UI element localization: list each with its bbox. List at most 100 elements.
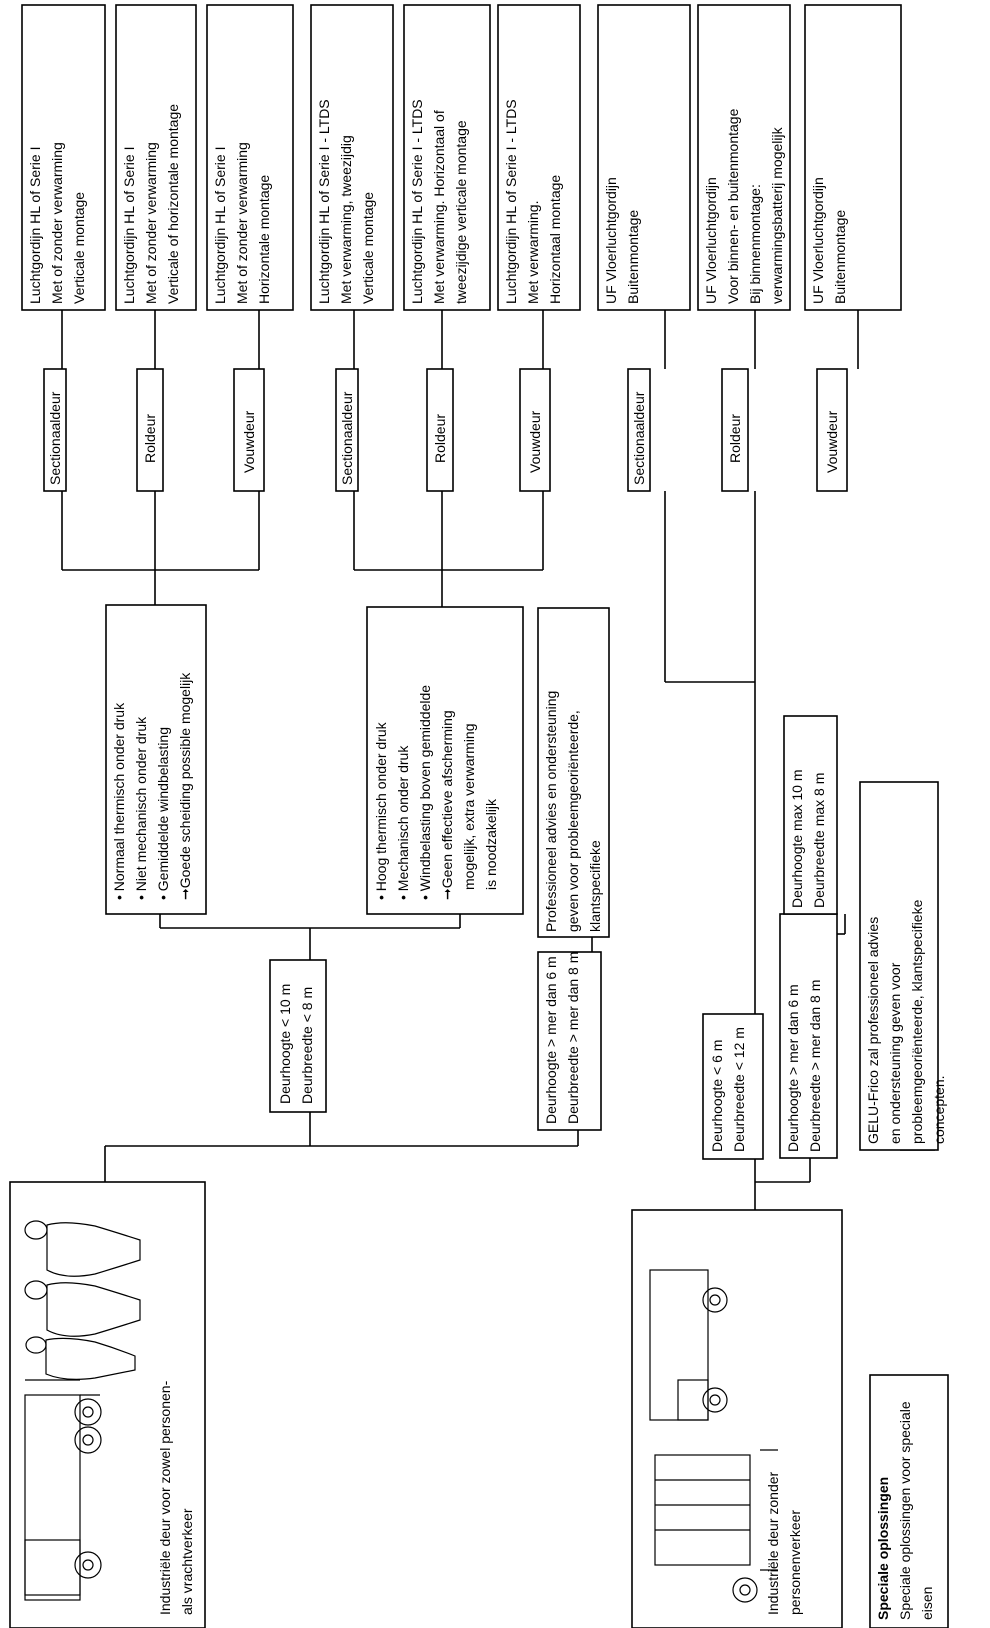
svg-text:Buitenmontage: Buitenmontage bbox=[832, 210, 848, 304]
door-type-sectionaaldeur-b: Sectionaaldeur bbox=[335, 368, 359, 492]
product-box-1: Luchtgordijn HL of Serie I Met of zonder… bbox=[21, 4, 106, 311]
svg-text:Sectionaaldeur: Sectionaaldeur bbox=[631, 391, 647, 485]
svg-text:Horizontaal montage: Horizontaal montage bbox=[547, 175, 563, 304]
dimension-box-large-a: Deurhoogte > mer dan 6 m Deurbreedte > m… bbox=[537, 951, 602, 1131]
svg-text:Vouwdeur: Vouwdeur bbox=[824, 410, 840, 473]
svg-text:Verticale of horizontale monta: Verticale of horizontale montage bbox=[165, 104, 181, 304]
truck-and-forklift-illustration bbox=[649, 1269, 778, 1603]
product-box-2: Luchtgordijn HL of Serie I Met of zonder… bbox=[115, 4, 197, 311]
svg-text:Roldeur: Roldeur bbox=[432, 414, 448, 463]
svg-text:Deurhoogte max 10 m: Deurhoogte max 10 m bbox=[789, 769, 805, 908]
svg-text:UF Vloerluchtgordijn: UF Vloerluchtgordijn bbox=[603, 177, 619, 304]
category-no-personnel: Industriële deur zonder personenverkeer bbox=[631, 1209, 843, 1628]
svg-text:Sectionaaldeur: Sectionaaldeur bbox=[339, 391, 355, 485]
product-box-5: Luchtgordijn HL of Serie I - LTDS Met ve… bbox=[403, 4, 491, 311]
svg-text:Luchtgordijn HL of Serie I - L: Luchtgordijn HL of Serie I - LTDS bbox=[316, 99, 332, 304]
door-type-sectionaaldeur-c: Sectionaaldeur bbox=[627, 368, 651, 492]
svg-text:klantspecifieke: klantspecifieke bbox=[587, 840, 603, 932]
svg-text:• Windbelasting boven gemidde: • Windbelasting boven gemiddelde bbox=[417, 685, 433, 900]
svg-text:en ondersteuning geven voor: en ondersteuning geven voor bbox=[887, 962, 903, 1144]
svg-text:➞Geen effectieve afscherming: ➞Geen effectieve afscherming bbox=[439, 710, 455, 900]
svg-text:concepten.: concepten. bbox=[931, 1076, 947, 1145]
svg-text:eisen: eisen bbox=[919, 1587, 935, 1620]
svg-text:Met verwarming, tweezijdig: Met verwarming, tweezijdig bbox=[338, 135, 354, 304]
product-box-3: Luchtgordijn HL of Serie I Met of zonder… bbox=[206, 4, 294, 311]
svg-text:is noodzakelijk: is noodzakelijk bbox=[483, 798, 499, 890]
svg-text:Deurbreedte > mer dan 8 m: Deurbreedte > mer dan 8 m bbox=[807, 980, 823, 1152]
svg-text:mogelijk, extra verwarming: mogelijk, extra verwarming bbox=[461, 724, 477, 891]
svg-text:• Hoog thermisch onder druk: • Hoog thermisch onder druk bbox=[373, 721, 389, 900]
svg-text:verwarmingsbatterij mogelijk: verwarmingsbatterij mogelijk bbox=[769, 126, 785, 304]
door-type-roldeur-b: Roldeur bbox=[426, 368, 454, 492]
category-personnel-freight: Industriële deur voor zowel personen- al… bbox=[9, 1181, 206, 1628]
svg-text:Deurhoogte > mer dan 6 m: Deurhoogte > mer dan 6 m bbox=[543, 956, 559, 1124]
dimension-box-small-b: Deurhoogte < 6 m Deurbreedte < 12 m bbox=[702, 1013, 764, 1160]
svg-text:Buitenmontage: Buitenmontage bbox=[625, 210, 641, 304]
svg-text:Deurhoogte < 6 m: Deurhoogte < 6 m bbox=[709, 1040, 725, 1152]
svg-text:Industriële deur voor zowel pe: Industriële deur voor zowel personen- bbox=[157, 1380, 173, 1615]
category-special-solutions: Speciale oplossingen Speciale oplossinge… bbox=[869, 1374, 949, 1628]
svg-text:Deurbreedte < 12 m: Deurbreedte < 12 m bbox=[731, 1027, 747, 1152]
door-type-vouwdeur-a: Vouwdeur bbox=[233, 368, 265, 492]
svg-text:Met of zonder verwarming: Met of zonder verwarming bbox=[234, 142, 250, 304]
svg-text:• Gemiddelde windbelasting: • Gemiddelde windbelasting bbox=[155, 727, 171, 900]
svg-text:als vrachtverkeer: als vrachtverkeer bbox=[179, 1508, 195, 1615]
svg-text:UF Vloerluchtgordijn: UF Vloerluchtgordijn bbox=[810, 177, 826, 304]
svg-text:Luchtgordijn HL of Serie I: Luchtgordijn HL of Serie I bbox=[121, 147, 137, 304]
advice-box: Professioneel advies en ondersteuning ge… bbox=[537, 607, 610, 938]
svg-text:Voor binnen- en buitenmontage: Voor binnen- en buitenmontage bbox=[725, 108, 741, 304]
svg-text:Vouwdeur: Vouwdeur bbox=[527, 410, 543, 473]
svg-text:Vouwdeur: Vouwdeur bbox=[241, 410, 257, 473]
dimension-box-small-a: Deurhoogte < 10 m Deurbreedte < 8 m bbox=[269, 959, 327, 1113]
product-box-9: UF Vloerluchtgordijn Buitenmontage bbox=[804, 4, 902, 311]
door-type-vouwdeur-b: Vouwdeur bbox=[519, 368, 551, 492]
svg-text:Luchtgordijn HL of Serie I - L: Luchtgordijn HL of Serie I - LTDS bbox=[503, 99, 519, 304]
svg-text:Met of zonder verwarming: Met of zonder verwarming bbox=[143, 142, 159, 304]
svg-text:UF Vloerluchtgordijn: UF Vloerluchtgordijn bbox=[703, 177, 719, 304]
svg-text:Luchtgordijn HL of Serie I: Luchtgordijn HL of Serie I bbox=[27, 147, 43, 304]
special-solutions-title: Speciale oplossingen bbox=[875, 1477, 891, 1620]
door-type-vouwdeur-c: Vouwdeur bbox=[816, 368, 848, 492]
gelu-advice-box: GELU-Frico zal professioneel advies en o… bbox=[859, 781, 947, 1151]
svg-text:Deurhoogte < 10 m: Deurhoogte < 10 m bbox=[277, 984, 293, 1104]
svg-text:Verticale montage: Verticale montage bbox=[360, 192, 376, 304]
svg-text:Met verwarming. Horizontaal of: Met verwarming. Horizontaal of bbox=[431, 110, 447, 304]
svg-text:Luchtgordijn HL of Serie I: Luchtgordijn HL of Serie I bbox=[212, 147, 228, 304]
product-box-4: Luchtgordijn HL of Serie I - LTDS Met ve… bbox=[310, 4, 394, 311]
svg-text:Deurbreedte < 8 m: Deurbreedte < 8 m bbox=[299, 987, 315, 1104]
svg-text:geven voor probleemgeoriënteer: geven voor probleemgeoriënteerde, bbox=[565, 710, 581, 932]
door-type-roldeur-c: Roldeur bbox=[721, 368, 749, 492]
svg-text:Roldeur: Roldeur bbox=[142, 414, 158, 463]
svg-text:Luchtgordijn HL of Serie I - L: Luchtgordijn HL of Serie I - LTDS bbox=[409, 99, 425, 304]
svg-text:GELU-Frico zal professioneel a: GELU-Frico zal professioneel advies bbox=[865, 917, 881, 1144]
dimension-box-large-b: Deurhoogte > mer dan 6 m Deurbreedte > m… bbox=[779, 913, 838, 1159]
svg-text:Verticale montage: Verticale montage bbox=[71, 192, 87, 304]
svg-text:Met of zonder verwarming: Met of zonder verwarming bbox=[49, 142, 65, 304]
truck-and-people-illustration bbox=[24, 1220, 141, 1601]
svg-text:tweezijdige verticale montage: tweezijdige verticale montage bbox=[453, 120, 469, 304]
conditions-normal-box: • Normaal thermisch onder druk • Niet me… bbox=[105, 604, 207, 915]
product-box-7: UF Vloerluchtgordijn Buitenmontage bbox=[597, 4, 691, 311]
svg-text:Deurhoogte > mer dan 6 m: Deurhoogte > mer dan 6 m bbox=[785, 984, 801, 1152]
svg-text:Speciale oplossingen voor spec: Speciale oplossingen voor speciale bbox=[897, 1401, 913, 1620]
svg-text:Deurbreedte > mer dan 8 m: Deurbreedte > mer dan 8 m bbox=[565, 952, 581, 1124]
door-type-sectionaaldeur-a: Sectionaaldeur bbox=[43, 368, 67, 492]
svg-text:Professioneel advies en onders: Professioneel advies en ondersteuning bbox=[543, 691, 559, 932]
svg-text:➞Goede scheiding possible moge: ➞Goede scheiding possible mogelijk bbox=[177, 672, 193, 900]
svg-text:Deurbreedte max 8 m: Deurbreedte max 8 m bbox=[811, 773, 827, 908]
svg-text:Industriële deur zonder: Industriële deur zonder bbox=[765, 1471, 781, 1615]
svg-text:Met verwarming.: Met verwarming. bbox=[525, 201, 541, 304]
svg-text:• Normaal thermisch onder dru: • Normaal thermisch onder druk bbox=[111, 702, 127, 900]
svg-text:Horizontale montage: Horizontale montage bbox=[256, 175, 272, 304]
dimension-box-max-b: Deurhoogte max 10 m Deurbreedte max 8 m bbox=[783, 715, 838, 915]
svg-text:• Mechanisch onder druk: • Mechanisch onder druk bbox=[395, 745, 411, 900]
svg-text:• Niet mechanisch onder druk: • Niet mechanisch onder druk bbox=[133, 716, 149, 900]
door-type-roldeur-a: Roldeur bbox=[136, 368, 164, 492]
svg-text:Bij binnenmontage:: Bij binnenmontage: bbox=[747, 184, 763, 304]
conditions-high-box: • Hoog thermisch onder druk • Mechanisch… bbox=[366, 606, 524, 915]
svg-text:Roldeur: Roldeur bbox=[727, 414, 743, 463]
svg-text:personenverkeer: personenverkeer bbox=[787, 1510, 803, 1615]
product-box-6: Luchtgordijn HL of Serie I - LTDS Met ve… bbox=[497, 4, 581, 311]
product-box-8: UF Vloerluchtgordijn Voor binnen- en bui… bbox=[697, 4, 791, 311]
